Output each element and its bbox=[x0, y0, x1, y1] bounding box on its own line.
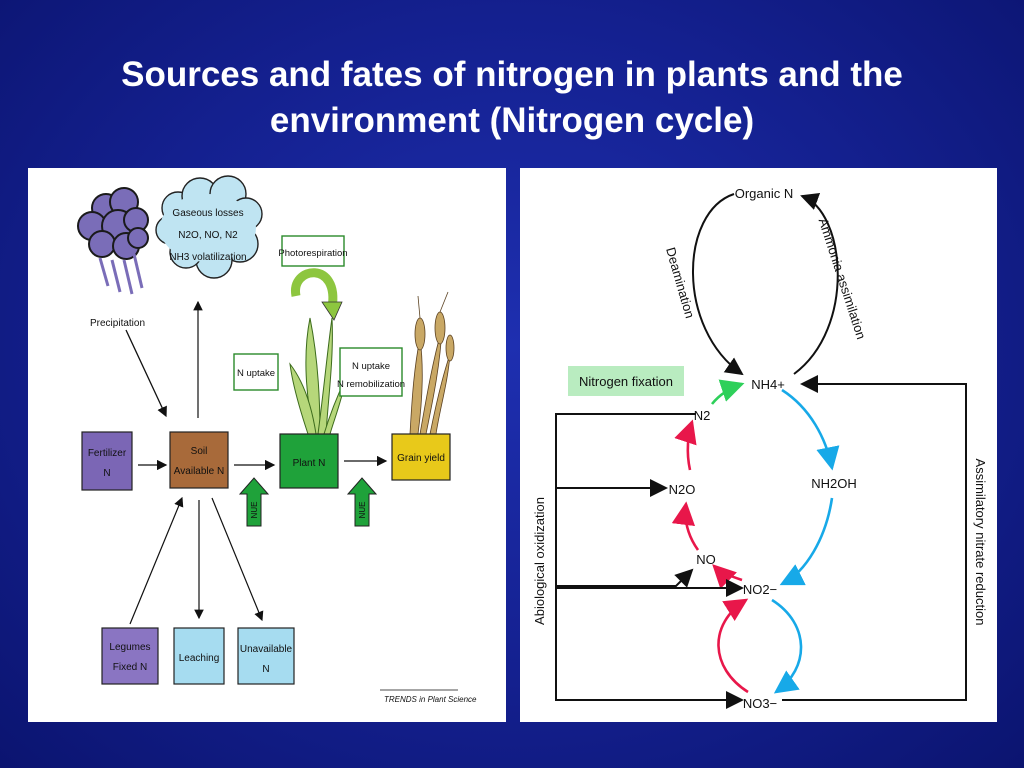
n2-node: N2 bbox=[694, 408, 711, 423]
fertilizer-box bbox=[81, 431, 133, 491]
nh4-node: NH4+ bbox=[751, 377, 785, 392]
n2o-to-n2-arrow bbox=[674, 419, 697, 471]
no-node: NO bbox=[696, 552, 716, 567]
slide-title: Sources and fates of nitrogen in plants … bbox=[40, 52, 984, 144]
gaseous-losses-line-2: N2O, NO, N2 bbox=[178, 230, 238, 241]
credit-label: TRENDS in Plant Science bbox=[384, 695, 477, 704]
title-line-1: Sources and fates of nitrogen in plants … bbox=[121, 55, 903, 94]
precipitation-label: Precipitation bbox=[90, 318, 145, 329]
n-remobilization-line-1: N uptake bbox=[352, 361, 390, 372]
title-line-2: environment (Nitrogen cycle) bbox=[269, 101, 755, 140]
nh2oh-to-no2-arrow bbox=[779, 497, 834, 586]
nitrogen-fixation-label: Nitrogen fixation bbox=[579, 374, 673, 389]
n-remobilization-box bbox=[339, 347, 403, 397]
deamination-arrow bbox=[692, 193, 744, 376]
legumes-box bbox=[101, 627, 159, 685]
no-to-n2o-arrow bbox=[671, 501, 700, 551]
organic-n-node: Organic N bbox=[735, 186, 794, 201]
no2-to-no-arrow bbox=[712, 564, 743, 589]
nitrogen-fixation-badge bbox=[568, 366, 684, 396]
legumes-line-1: Legumes bbox=[109, 642, 150, 653]
photorespiration-label: Photorespiration bbox=[278, 248, 347, 259]
abiological-outer-loop bbox=[555, 413, 744, 709]
ammonia-assimilation-arrow bbox=[793, 193, 839, 375]
n2o-node: N2O bbox=[669, 482, 696, 497]
leaching-label: Leaching bbox=[179, 653, 220, 664]
nitrogen-sources-fates-diagram: Precipitation Gaseous losses N2O, NO, N2… bbox=[28, 168, 506, 722]
no3-to-no2-arrow bbox=[717, 598, 749, 694]
precipitation-arrow bbox=[125, 329, 167, 418]
nue-label-2: NUE bbox=[358, 502, 367, 519]
nue-label-1: NUE bbox=[250, 502, 259, 519]
gaseous-losses-cloud: Gaseous losses N2O, NO, N2 NH3 volatiliz… bbox=[155, 175, 263, 279]
grain-yield-box bbox=[391, 433, 451, 481]
ammonia-assimilation-label: Ammonia assimilation bbox=[816, 216, 869, 341]
unavailable-line-2: N bbox=[262, 664, 269, 675]
unavailable-line-1: Unavailable bbox=[240, 644, 293, 655]
no3-node: NO3− bbox=[743, 696, 777, 711]
plant-icon bbox=[289, 317, 347, 435]
n-uptake-box bbox=[233, 353, 279, 391]
soil-line-1: Soil bbox=[191, 446, 208, 457]
no2-to-no3-arrow bbox=[771, 598, 803, 694]
gaseous-losses-line-3: NH3 volatilization bbox=[169, 252, 246, 263]
legumes-line-2: Fixed N bbox=[113, 662, 147, 673]
soil-to-unavailable-arrow bbox=[211, 497, 264, 622]
assimilatory-nitrate-reduction-label: Assimilatory nitrate reduction bbox=[973, 459, 988, 626]
leaching-box bbox=[173, 627, 225, 685]
abiological-to-no-arrow bbox=[556, 568, 694, 588]
nh2oh-node: NH2OH bbox=[811, 476, 857, 491]
no2-node: NO2− bbox=[743, 582, 777, 597]
n-uptake-label: N uptake bbox=[237, 368, 275, 379]
soil-line-2: Available N bbox=[174, 466, 224, 477]
nitrogen-cycle-diagram: Organic N NH4+ N2 N2O NO NO2− NO3− NH2OH… bbox=[520, 168, 997, 722]
gaseous-losses-line-1: Gaseous losses bbox=[172, 208, 243, 219]
n-remobilization-line-2: N remobilization bbox=[337, 379, 405, 390]
photorespiration-arrow bbox=[291, 268, 338, 309]
abiological-oxidization-label: Abiological oxidization bbox=[532, 497, 547, 625]
assimilatory-loop bbox=[782, 375, 967, 701]
photorespiration-box bbox=[281, 235, 345, 267]
grain-yield-label: Grain yield bbox=[397, 453, 445, 464]
plant-n-label: Plant N bbox=[293, 458, 326, 469]
nue-arrow-2: NUE bbox=[346, 477, 378, 527]
nh4-to-nh2oh-arrow bbox=[781, 388, 840, 471]
fertilizer-line-1: Fertilizer bbox=[88, 448, 127, 459]
plant-n-box bbox=[279, 433, 339, 489]
fertilizer-line-2: N bbox=[103, 468, 110, 479]
storm-cloud-icon bbox=[77, 187, 149, 295]
fixation-arrow bbox=[710, 379, 745, 405]
unavailable-box bbox=[237, 627, 295, 685]
soil-box bbox=[169, 431, 229, 489]
wheat-icon bbox=[409, 291, 455, 435]
nue-arrow-1: NUE bbox=[238, 477, 270, 527]
legumes-to-soil-arrow bbox=[129, 496, 184, 625]
